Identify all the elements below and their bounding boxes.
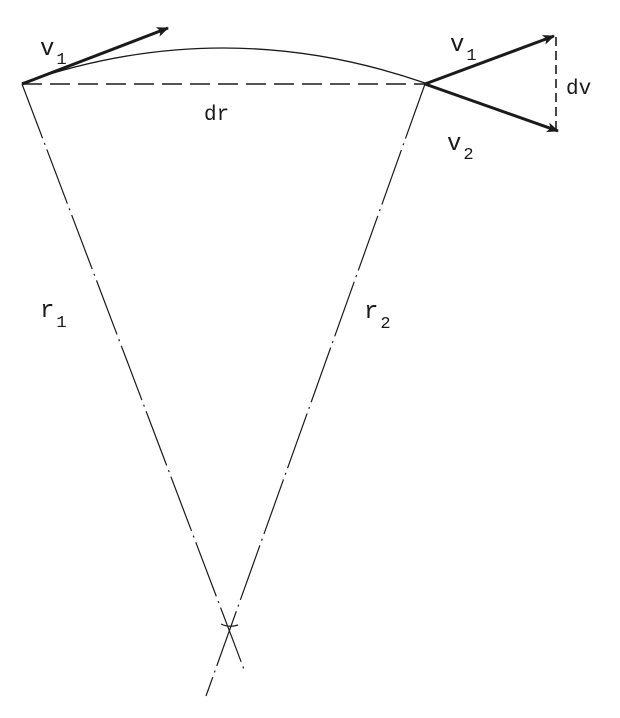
center-arc-mark xyxy=(220,623,239,627)
radius-r1-line xyxy=(21,83,246,673)
label-dr: dr xyxy=(204,104,229,127)
radius-r2-line xyxy=(205,83,426,697)
orbit-arc xyxy=(21,47,426,84)
velocity-v1-arrow-left xyxy=(21,26,169,86)
velocity-v2-arrow xyxy=(424,82,559,133)
velocity-v1-arrow-right xyxy=(424,34,555,86)
label-dv: dv xyxy=(566,78,591,101)
